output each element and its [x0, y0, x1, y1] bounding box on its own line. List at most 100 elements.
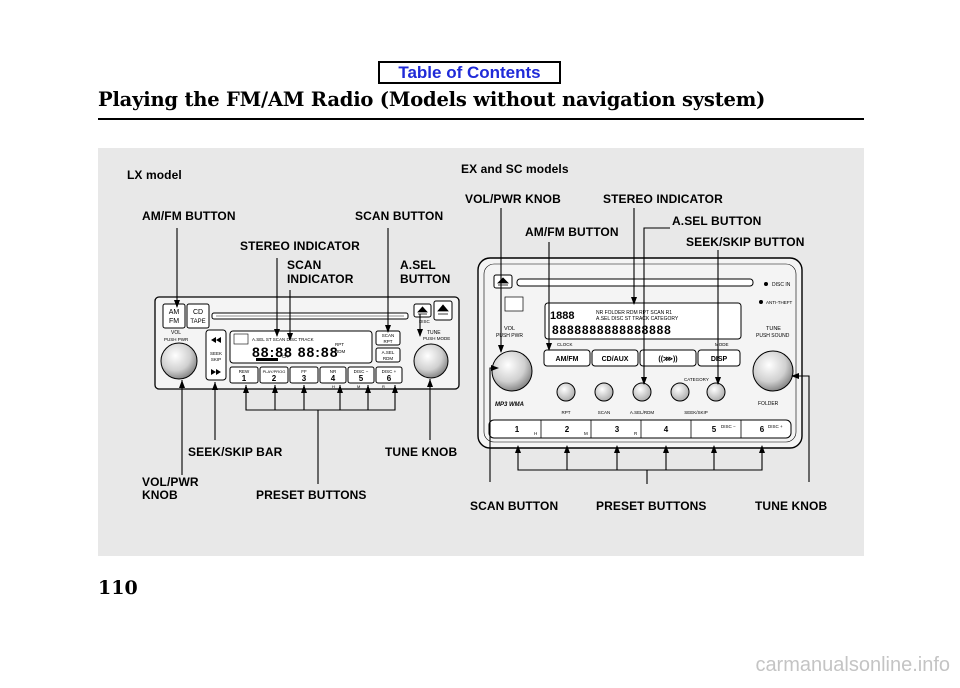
ex-preset-buttons: 1 H 2 M 3 R 4 5 DISC − [488, 419, 792, 439]
ex-vol-pwr-knob-label: VOL/PWR KNOB [465, 192, 561, 206]
lx-preset-button-4[interactable]: NR 4 [319, 366, 347, 384]
svg-text:88:88 88:88: 88:88 88:88 [252, 344, 339, 360]
lx-vol-pwr-knob-label-line2: KNOB [142, 488, 178, 502]
ex-tune-knob[interactable]: TUNE PUSH SOUND FOLDER [752, 326, 794, 407]
ex-callout-lines [489, 208, 810, 484]
lx-asel-button-label-line2: BUTTON [400, 272, 451, 286]
svg-text:VOL: VOL [504, 326, 515, 332]
ex-am-fm-button-label: AM/FM BUTTON [525, 225, 619, 239]
svg-text:CATEGORY: CATEGORY [684, 377, 709, 382]
lx-scan-indicator-label-line2: INDICATOR [287, 272, 354, 286]
lx-radio-unit: AM FM CD TAPE VOL PUSH PWR SEEK [154, 296, 460, 390]
svg-text:SCAN: SCAN [382, 333, 395, 338]
svg-text:CH: CH [282, 354, 289, 359]
ex-category-button[interactable] [670, 382, 690, 402]
svg-text:DISC +: DISC + [382, 369, 397, 374]
lx-eject-button-1[interactable] [413, 303, 432, 318]
ex-preset-button-2[interactable]: 2 M [565, 425, 588, 436]
lx-preset-button-3[interactable]: FF 3 [289, 366, 319, 384]
svg-text:2: 2 [565, 425, 570, 434]
lx-tune-knob-label: TUNE KNOB [385, 445, 458, 459]
ex-callout-arrowheads [491, 297, 799, 453]
table-of-contents-link[interactable]: Table of Contents [378, 61, 561, 84]
svg-text:1: 1 [242, 374, 247, 383]
svg-text:3: 3 [615, 425, 620, 434]
svg-text:M: M [357, 384, 360, 389]
ex-seek-skip-button[interactable]: SEEK/SKIP [684, 382, 726, 415]
ex-am-fm-button[interactable]: AM/FM [543, 349, 591, 367]
lx-preset-buttons: REW 1 PLAY/PROG 2 FF 3 NR 4 DISC − 5 [229, 366, 403, 389]
svg-text:NR: NR [330, 369, 337, 374]
svg-text:MODE: MODE [715, 342, 729, 347]
svg-text:R: R [634, 431, 638, 436]
lx-display: A.SEL ST SCAN DISC TRACK 88:88 88:88 RPT… [229, 330, 373, 364]
ex-preset-button-4[interactable]: 4 [664, 425, 669, 434]
lx-am-fm-button-label: AM/FM BUTTON [142, 209, 236, 223]
svg-text:RPT: RPT [562, 410, 571, 415]
ex-scan-button[interactable]: SCAN [594, 382, 614, 415]
ex-model-label: EX and SC models [461, 162, 569, 176]
ex-preset-button-6[interactable]: 6 DISC + [760, 424, 783, 434]
lx-preset-button-5[interactable]: DISC − 5 [347, 366, 375, 384]
svg-text:ANTI-THEFT: ANTI-THEFT [766, 300, 792, 305]
watermark: carmanualsonline.info [755, 654, 950, 676]
svg-text:6: 6 [760, 425, 765, 434]
ex-asel-button-label: A.SEL BUTTON [672, 214, 762, 228]
svg-text:3: 3 [302, 374, 307, 383]
title-rule [98, 118, 864, 120]
svg-text:H: H [332, 384, 335, 389]
lx-callout-arrowheads [174, 300, 433, 393]
svg-text:REW: REW [239, 369, 250, 374]
svg-text:PUSH PWR: PUSH PWR [164, 337, 189, 342]
svg-text:NR FOLDER RDM RPT SCAN R1: NR FOLDER RDM RPT SCAN R1 [596, 310, 672, 316]
lx-preset-button-1[interactable]: REW 1 [229, 366, 259, 384]
lx-seek-skip-bar[interactable]: SEEK SKIP [205, 329, 227, 381]
ex-preset-button-3[interactable]: 3 R [615, 425, 638, 436]
ex-rpt-button[interactable]: RPT [556, 382, 576, 415]
lx-preset-button-6[interactable]: DISC + 6 [375, 366, 403, 384]
svg-text:8888888888888888: 8888888888888888 [552, 323, 672, 337]
lx-vol-pwr-knob[interactable]: VOL PUSH PWR [160, 330, 198, 380]
svg-text:SCAN: SCAN [598, 410, 611, 415]
lx-scan-button-label: SCAN BUTTON [355, 209, 444, 223]
svg-text:4: 4 [331, 374, 336, 383]
lx-scan-rpt-button[interactable]: SCAN RPT [375, 330, 401, 346]
svg-text:DISC +: DISC + [768, 424, 783, 429]
svg-text:AM/FM: AM/FM [556, 356, 579, 363]
svg-text:TAPE: TAPE [190, 319, 205, 325]
ex-eject-button[interactable] [493, 274, 513, 289]
ex-disp-button[interactable]: DISP [697, 349, 741, 367]
lx-cd-tape-button[interactable]: CD TAPE [186, 303, 210, 329]
ex-preset-button-1[interactable]: 1 H [515, 425, 537, 436]
svg-text:M: M [584, 431, 588, 436]
ex-vol-pwr-knob[interactable]: VOL PUSH PWR [491, 326, 533, 392]
svg-text:FM: FM [169, 318, 179, 325]
lx-eject-button-2[interactable] [433, 300, 453, 321]
svg-text:RPT: RPT [335, 342, 344, 347]
svg-text:DISC IN: DISC IN [772, 282, 791, 288]
lx-asel-rdm-button[interactable]: A.SEL RDM [375, 347, 401, 363]
svg-text:PUSH PWR: PUSH PWR [496, 333, 523, 339]
lx-am-fm-button[interactable]: AM FM [162, 303, 186, 329]
svg-text:CLOCK: CLOCK [557, 342, 573, 347]
svg-text:RPT: RPT [384, 339, 393, 344]
svg-text:1888: 1888 [550, 310, 574, 322]
lx-asel-button-label-line1: A.SEL [400, 258, 436, 272]
ex-tune-knob-label: TUNE KNOB [755, 499, 828, 513]
lx-tune-knob[interactable]: TUNE PUSH MODE [413, 330, 450, 379]
svg-text:PLAY/PROG: PLAY/PROG [263, 369, 286, 374]
svg-text:A.SEL DISC ST TRACK CATEGORY: A.SEL DISC ST TRACK CATEGORY [596, 316, 679, 322]
svg-text:1: 1 [515, 425, 520, 434]
svg-text:FF: FF [301, 369, 307, 374]
lx-preset-button-2[interactable]: PLAY/PROG 2 [259, 366, 289, 384]
svg-text:4: 4 [664, 425, 669, 434]
lx-vol-pwr-knob-label-line1: VOL/PWR [142, 475, 199, 489]
lx-scan-indicator-label-line1: SCAN [287, 258, 322, 272]
ex-asel-rdm-button[interactable]: A.SEL/RDM [630, 382, 655, 415]
ex-xm-button[interactable]: ((⋙)) [639, 349, 697, 367]
ex-cd-aux-button[interactable]: CD/AUX [591, 349, 639, 367]
svg-text:SEEK: SEEK [210, 351, 222, 356]
ex-preset-button-5[interactable]: 5 DISC − [712, 424, 736, 434]
svg-text:VOL: VOL [171, 330, 181, 336]
